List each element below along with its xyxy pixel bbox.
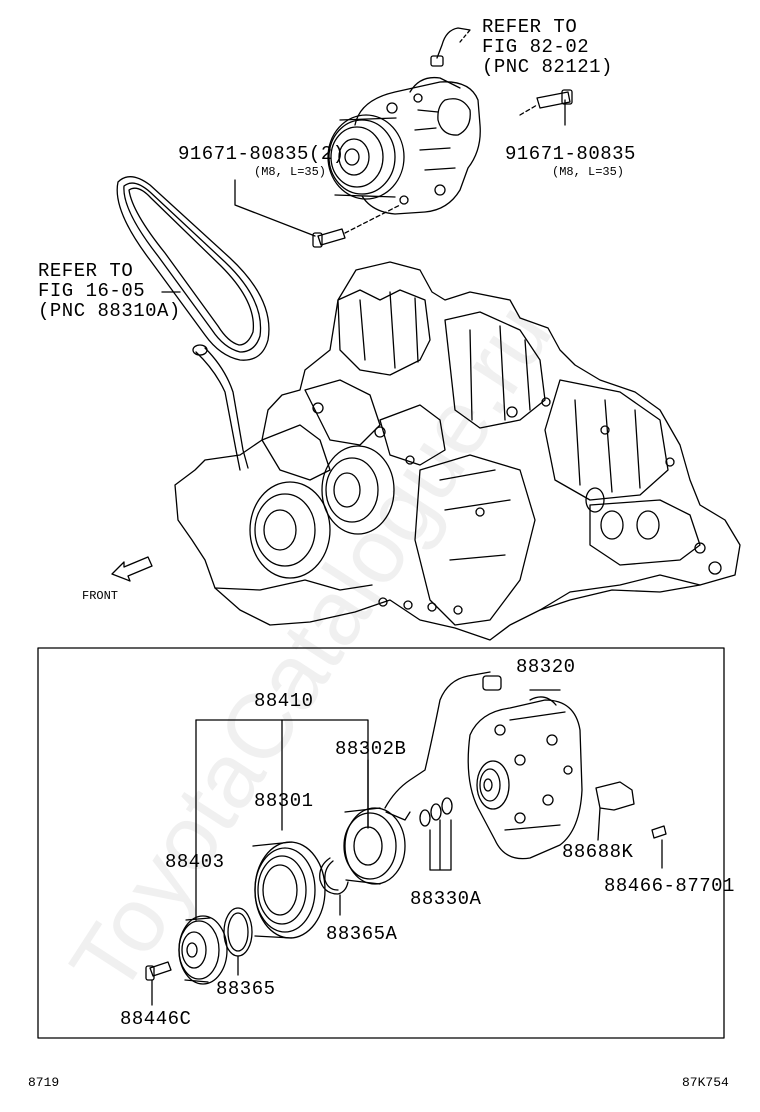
ref-top-line1: REFER TO: [482, 16, 578, 38]
shim-ring: [223, 907, 253, 976]
top-compressor: [234, 27, 573, 248]
bolt-right-part: 91671-80835: [505, 143, 636, 165]
part-88320: 88320: [516, 656, 576, 678]
part-88365a: 88365A: [326, 923, 398, 945]
snap-ring: [319, 857, 349, 916]
footer-left: 8719: [28, 1075, 60, 1090]
hub-bolt: [145, 961, 172, 1006]
part-88410: 88410: [254, 690, 314, 712]
part-88365: 88365: [216, 978, 276, 1000]
bolt-left-spec: (M8, L=35): [254, 165, 327, 179]
pulley: [252, 841, 326, 939]
part-88403: 88403: [165, 851, 225, 873]
exploded-view-frame: [37, 647, 725, 1039]
clutch-hub: [178, 915, 228, 985]
front-arrow: [111, 556, 153, 582]
part-88302b: 88302B: [335, 738, 407, 760]
shims: [419, 797, 453, 871]
sensor-bracket: [595, 781, 635, 841]
part-88446c: 88446C: [120, 1008, 192, 1030]
front-label: FRONT: [82, 589, 119, 603]
part-88688k: 88688K: [562, 841, 634, 863]
part-88466-87701: 88466-87701: [604, 875, 735, 897]
ref-left-line3: (PNC 88310A): [38, 300, 181, 322]
compressor-body: [467, 689, 583, 860]
part-88301: 88301: [254, 790, 314, 812]
ref-top-line2: FIG 82-02: [482, 36, 590, 58]
bolt-left-part: 91671-80835(2): [178, 143, 345, 165]
part-88330a: 88330A: [410, 888, 482, 910]
bolt-right-spec: (M8, L=35): [552, 165, 625, 179]
engine-block: [174, 261, 741, 641]
ref-top-line3: (PNC 82121): [482, 56, 613, 78]
ref-left-line2: FIG 16-05: [38, 280, 146, 302]
drive-belt: [116, 176, 270, 361]
field-coil: [343, 671, 502, 885]
ref-left-line1: REFER TO: [38, 260, 134, 282]
footer-right: 87K754: [682, 1075, 729, 1090]
bracket-screw: [651, 825, 667, 869]
